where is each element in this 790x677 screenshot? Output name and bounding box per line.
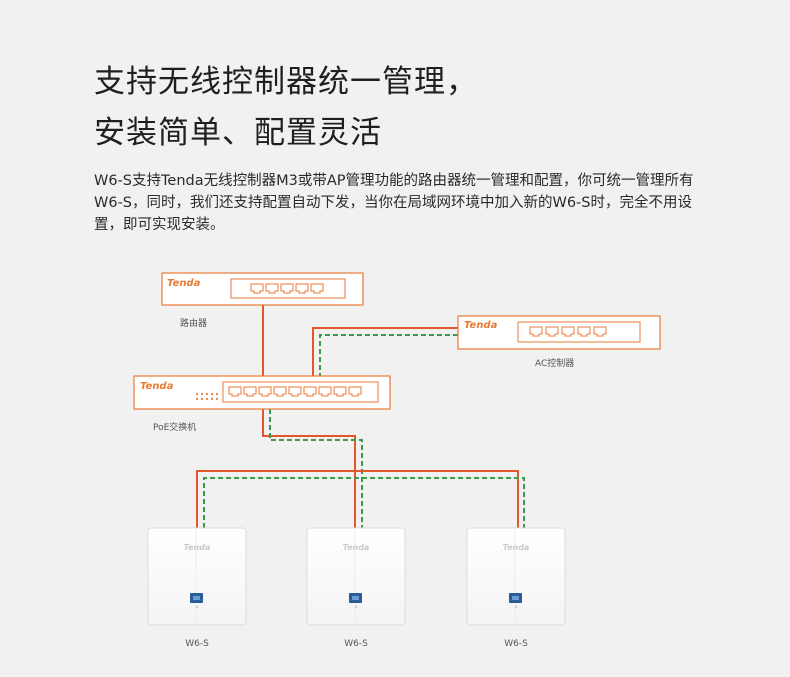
poe-switch-label: PoE交换机 [153,421,196,433]
ap-brand-logo: Tenda [343,543,370,552]
router-ports [250,283,324,294]
ap-brand-logo: Tenda [503,543,530,552]
link-poe-down-green [269,409,363,528]
link-ac-poe-green [319,334,458,376]
link-dist-orange [196,470,519,528]
router-device: Tenda [161,272,364,306]
page-title-line-2: 安装简单、配置灵活 [94,115,382,151]
ap-brand-logo: Tenda [184,543,211,552]
ac-controller-label: AC控制器 [535,357,574,369]
router-label: 路由器 [180,317,207,329]
ap-label-2: W6-S [344,639,368,649]
ap-panel-2: Tenda [306,527,406,626]
ac-ports [529,326,607,337]
page-title-line-1: 支持无线控制器统一管理， [94,64,478,100]
ac-brand-logo: Tenda [464,320,498,331]
link-dist-green [203,477,525,528]
ac-controller-device: Tenda [457,315,661,350]
link-ac-poe-orange [312,327,458,376]
poe-brand-logo: Tenda [140,381,174,392]
ap-panel-3: Tenda [466,527,566,626]
poe-switch-device: Tenda [133,375,391,410]
link-poe-down-orange [262,409,356,528]
ap-label-3: W6-S [504,639,528,649]
poe-ports [228,386,362,397]
ap-panel-1: Tenda [147,527,247,626]
poe-led-dots [195,392,219,401]
connection-lines [196,305,525,528]
router-brand-logo: Tenda [167,278,201,289]
description-text: W6-S支持Tenda无线控制器M3或带AP管理功能的路由器统一管理和配置，你可… [94,173,694,233]
ap-label-1: W6-S [185,639,209,649]
